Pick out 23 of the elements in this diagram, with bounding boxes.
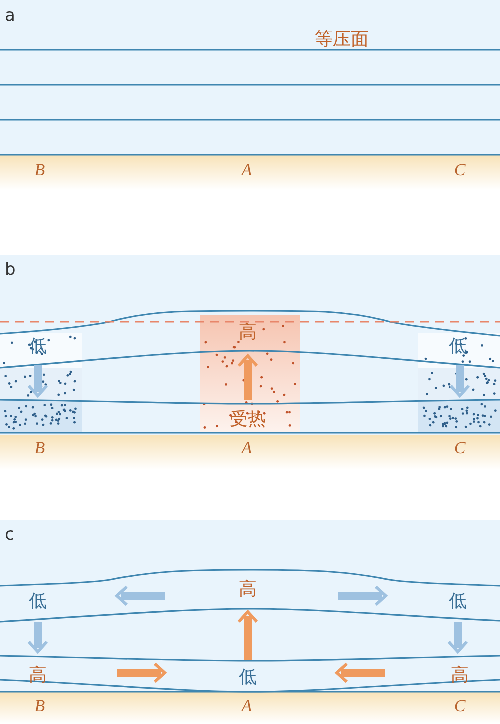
caption-text: 受热 xyxy=(230,411,266,429)
panel-letter: b xyxy=(5,262,16,279)
panel-letter: c xyxy=(5,527,14,544)
pressure-label: 低 xyxy=(449,338,467,356)
point-label: A xyxy=(242,162,252,178)
pressure-label: 低 xyxy=(449,593,467,611)
pressure-label: 高 xyxy=(239,581,257,599)
pressure-label: 低 xyxy=(29,338,47,356)
point-label: A xyxy=(242,698,252,714)
pressure-label: 高 xyxy=(239,324,257,342)
panel-letter: a xyxy=(5,8,16,25)
caption-text: 等压面 xyxy=(315,31,369,49)
point-label: C xyxy=(454,698,466,714)
point-label: C xyxy=(454,440,466,456)
point-label: A xyxy=(242,440,252,456)
pressure-label: 低 xyxy=(29,593,47,611)
point-label: B xyxy=(34,162,46,178)
pressure-label: 高 xyxy=(451,667,469,685)
pressure-label: 高 xyxy=(29,667,47,685)
pressure-label: 低 xyxy=(239,669,257,687)
point-label: B xyxy=(34,698,46,714)
point-label: B xyxy=(34,440,46,456)
point-label: C xyxy=(454,162,466,178)
